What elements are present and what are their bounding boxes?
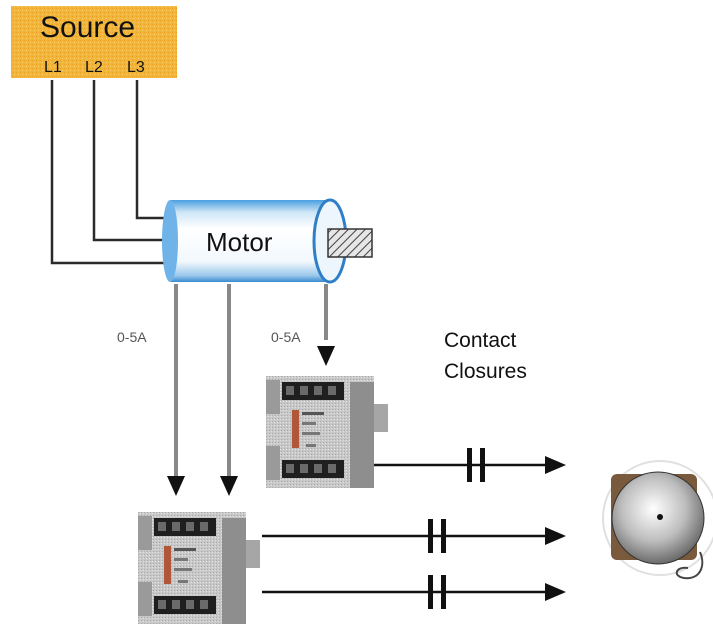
current-relay-module-icon bbox=[266, 376, 388, 488]
arrow-down-icon bbox=[220, 476, 238, 496]
current-label-right: 0-5A bbox=[271, 329, 301, 345]
wire-l3 bbox=[135, 80, 170, 220]
source-title: Source bbox=[40, 11, 135, 44]
current-relay-module-icon bbox=[138, 512, 260, 624]
motor-cylinder-icon bbox=[162, 198, 348, 284]
motor-label: Motor bbox=[206, 227, 273, 257]
contact-closures-label-line2: Closures bbox=[444, 360, 527, 383]
arrow-down-icon bbox=[317, 346, 335, 366]
output-line-upper bbox=[374, 448, 566, 482]
arrow-down-icon bbox=[167, 476, 185, 496]
relay-module-upper bbox=[266, 376, 388, 488]
motor: Motor bbox=[162, 198, 373, 284]
source-line-l2: L2 bbox=[85, 59, 103, 76]
output-line-lower bbox=[262, 575, 566, 609]
source-line-l3: L3 bbox=[127, 59, 145, 76]
wire-l2 bbox=[92, 80, 170, 242]
current-wires bbox=[174, 284, 328, 478]
arrow-right-icon bbox=[545, 583, 566, 601]
source-line-l1: L1 bbox=[44, 59, 62, 76]
motor-shaft-icon bbox=[327, 228, 373, 258]
contact-closures-label-line1: Contact bbox=[444, 329, 517, 352]
relay-module-lower bbox=[138, 512, 260, 624]
alarm-bell-icon bbox=[602, 460, 713, 580]
arrow-right-icon bbox=[545, 456, 566, 474]
source-box: Source L1 L2 L3 bbox=[11, 6, 177, 78]
current-arrows bbox=[167, 346, 335, 496]
supply-wires bbox=[50, 80, 170, 265]
current-label-left: 0-5A bbox=[117, 329, 147, 345]
output-line-middle bbox=[262, 519, 566, 553]
arrow-right-icon bbox=[545, 527, 566, 545]
wire-l1 bbox=[50, 80, 170, 265]
